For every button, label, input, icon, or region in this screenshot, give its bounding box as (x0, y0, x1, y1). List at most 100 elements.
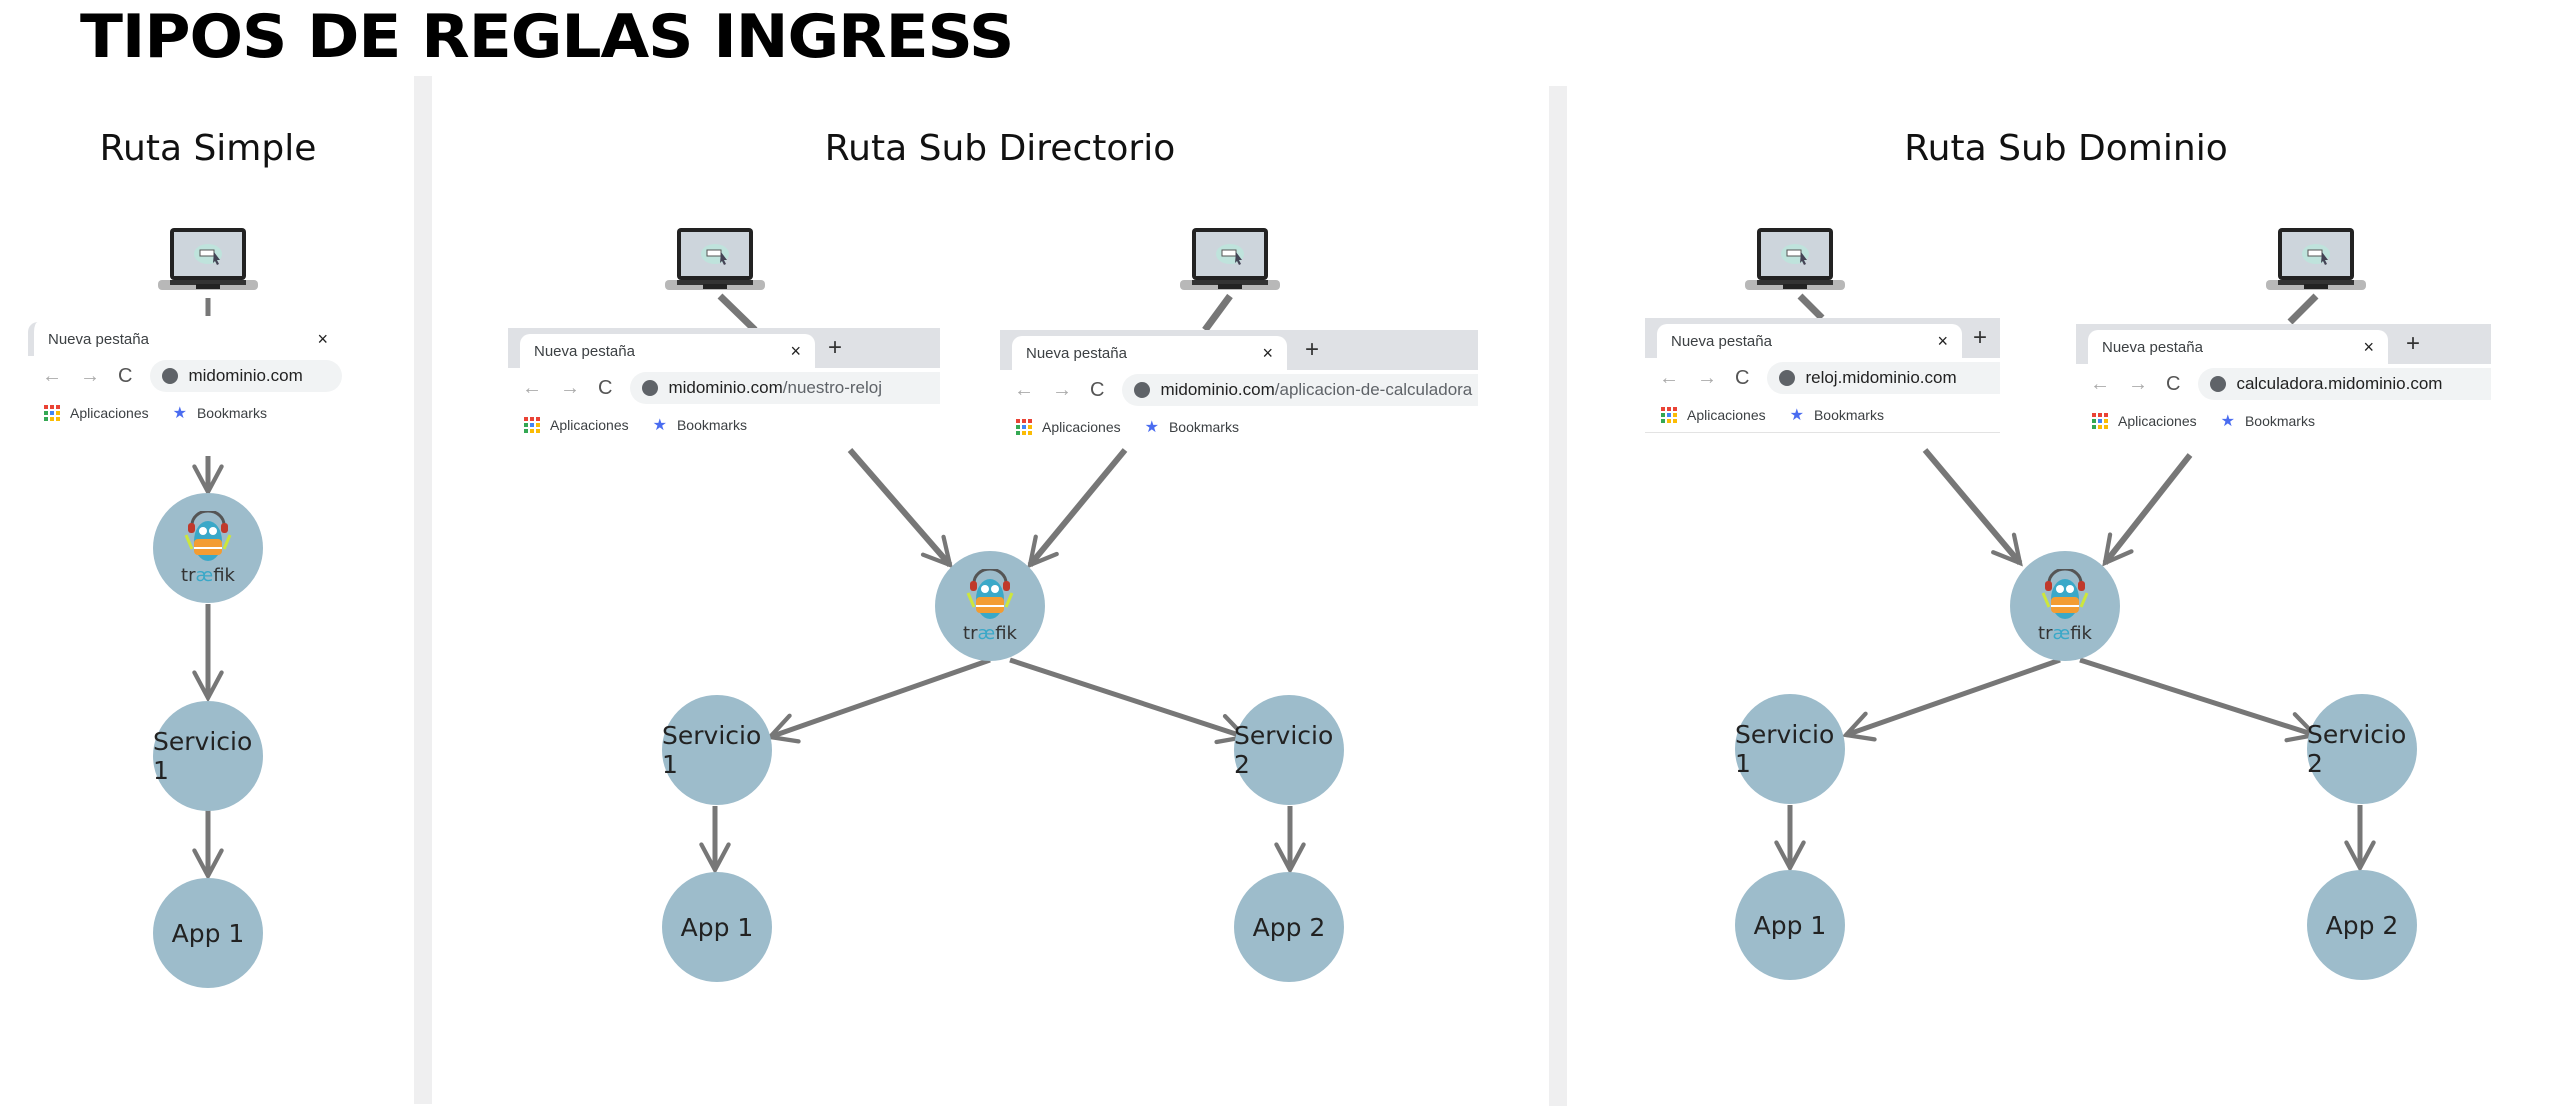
back-icon[interactable]: ← (522, 376, 542, 399)
browser-tab[interactable]: Nueva pestaña× (520, 334, 815, 368)
bookmark-bookmarks[interactable]: Bookmarks (196, 405, 267, 421)
reload-icon[interactable]: C (118, 364, 133, 387)
star-icon: ★ (652, 417, 667, 434)
back-icon[interactable]: ← (2090, 372, 2110, 395)
globe-icon (1779, 370, 1796, 386)
bookmark-apps[interactable]: Aplicaciones (1042, 419, 1121, 435)
browser-window: Nueva pestaña×+ ←→C reloj.midominio.com … (1645, 318, 2000, 433)
traefik-node: træfik (2010, 551, 2120, 661)
arrow-browser2-to-traefik (2102, 453, 2193, 567)
laptop-icon (1743, 226, 1847, 303)
section-divider-2 (1549, 86, 1567, 1106)
reload-icon[interactable]: C (598, 376, 613, 399)
globe-icon (642, 380, 659, 396)
arrow-laptop1-to-browser1 (1797, 293, 1825, 321)
page-title: TIPOS DE REGLAS INGRESS (80, 2, 1014, 72)
browser-tab[interactable]: Nueva pestaña× (1012, 336, 1287, 370)
arrow-traefik-to-servicio1 (765, 657, 991, 744)
apps-grid-icon (2092, 413, 2108, 429)
star-icon: ★ (1144, 419, 1159, 436)
back-icon[interactable]: ← (42, 364, 62, 387)
service-node: Servicio 1 (662, 695, 772, 805)
app-node: App 1 (153, 878, 263, 988)
globe-icon (1134, 382, 1151, 398)
close-tab-icon[interactable]: × (1262, 342, 1273, 363)
app-node: App 1 (1735, 870, 1845, 980)
traefik-node: træfik (935, 551, 1045, 661)
apps-grid-icon (44, 405, 60, 421)
browser-window: Nueva pestaña× + ← → C midominio.com/nuestr… (508, 328, 940, 442)
browser-window: Nueva pestaña× ← → C midominio.com Aplicac… (28, 316, 342, 430)
reload-icon[interactable]: C (1735, 366, 1750, 389)
star-icon: ★ (172, 405, 187, 422)
section-title-subdomain: Ruta Sub Dominio (1904, 128, 2228, 169)
laptop-icon (1178, 226, 1282, 303)
browser-tab[interactable]: Nueva pestaña× (2088, 330, 2388, 364)
apps-grid-icon (1016, 419, 1032, 435)
traefik-gopher-icon (966, 569, 1014, 619)
back-icon[interactable]: ← (1659, 366, 1679, 389)
forward-icon[interactable]: → (80, 364, 100, 387)
close-tab-icon[interactable]: × (2363, 336, 2374, 357)
app-node: App 1 (662, 872, 772, 982)
laptop-icon (156, 226, 260, 303)
address-bar[interactable]: midominio.com/nuestro-reloj (630, 372, 940, 404)
close-tab-icon[interactable]: × (317, 328, 328, 349)
globe-icon (2210, 376, 2227, 392)
bookmark-apps[interactable]: Aplicaciones (550, 417, 629, 433)
service-node: Servicio 1 (153, 701, 263, 811)
traefik-node: træfik (153, 493, 263, 603)
arrow-browser2-to-traefik (1027, 448, 1128, 569)
arrow-laptop2-to-browser2 (1202, 293, 1233, 333)
section-title-subdirectory: Ruta Sub Directorio (824, 128, 1176, 169)
new-tab-icon[interactable]: + (828, 334, 843, 361)
reload-icon[interactable]: C (1090, 378, 1105, 401)
reload-icon[interactable]: C (2166, 372, 2181, 395)
app-node: App 2 (1234, 872, 1344, 982)
new-tab-icon[interactable]: + (1305, 336, 1320, 363)
arrow-browser1-to-traefik (1922, 448, 2023, 567)
bookmark-apps[interactable]: Aplicaciones (70, 405, 149, 421)
address-bar[interactable]: midominio.com/aplicacion-de-calculadora (1122, 374, 1478, 406)
address-bar[interactable]: calculadora.midominio.com (2198, 368, 2491, 400)
forward-icon[interactable]: → (560, 376, 580, 399)
new-tab-icon[interactable]: + (2406, 330, 2421, 357)
arrow-browser1-to-traefik (847, 448, 953, 569)
bookmark-apps[interactable]: Aplicaciones (2118, 413, 2197, 429)
arrow-traefik-to-servicio1 (1841, 657, 2061, 742)
laptop-icon (2264, 226, 2368, 303)
apps-grid-icon (1661, 407, 1677, 423)
service-node: Servicio 2 (1234, 695, 1344, 805)
browser-window: Nueva pestaña× + ← → C midominio.com/aplica… (1000, 330, 1478, 444)
traefik-logo-text: træfik (2038, 623, 2092, 644)
address-bar[interactable]: midominio.com (150, 360, 342, 392)
forward-icon[interactable]: → (1697, 366, 1717, 389)
traefik-logo-text: træfik (181, 565, 235, 586)
service-node: Servicio 1 (1735, 694, 1845, 804)
arrow-traefik-to-servicio2 (1009, 657, 1250, 745)
forward-icon[interactable]: → (1052, 378, 1072, 401)
arrow-laptop1-to-browser1 (717, 293, 758, 333)
forward-icon[interactable]: → (2128, 372, 2148, 395)
star-icon: ★ (1789, 407, 1804, 424)
bookmark-bookmarks[interactable]: Bookmarks (2244, 413, 2315, 429)
new-tab-icon[interactable]: + (1973, 324, 1988, 351)
address-bar[interactable]: reloj.midominio.com (1767, 362, 2000, 394)
browser-tab[interactable]: Nueva pestaña× (1657, 324, 1962, 358)
traefik-gopher-icon (2041, 569, 2089, 619)
browser-tab[interactable]: Nueva pestaña× (28, 322, 342, 356)
close-tab-icon[interactable]: × (790, 340, 801, 361)
browser-window: Nueva pestaña× + ← → C calculadora.midomini… (2076, 324, 2491, 438)
bookmark-bookmarks[interactable]: Bookmarks (1168, 419, 1239, 435)
service-node: Servicio 2 (2307, 694, 2417, 804)
traefik-gopher-icon (184, 511, 232, 561)
bookmark-bookmarks[interactable]: Bookmarks (676, 417, 747, 433)
arrow-laptop2-to-browser2 (2287, 293, 2319, 325)
bookmark-apps[interactable]: Aplicaciones (1687, 407, 1766, 423)
section-title-simple: Ruta Simple (99, 128, 317, 169)
apps-grid-icon (524, 417, 540, 433)
bookmark-bookmarks[interactable]: Bookmarks (1813, 407, 1884, 423)
back-icon[interactable]: ← (1014, 378, 1034, 401)
close-tab-icon[interactable]: × (1937, 330, 1948, 351)
